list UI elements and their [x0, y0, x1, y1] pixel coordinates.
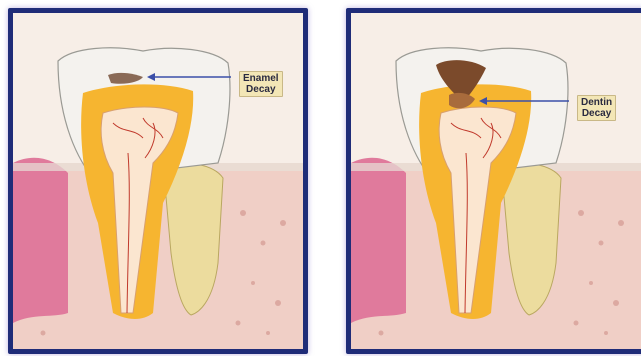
dentin-decay-panel: Dentin Decay	[346, 8, 641, 354]
enamel-decay-label: Enamel Decay	[239, 71, 283, 97]
label-line1: Enamel	[243, 73, 279, 84]
label-line1: Dentin	[581, 97, 612, 108]
gum-left	[13, 158, 68, 323]
gum-left	[351, 158, 406, 323]
enamel-decay-panel: Enamel Decay	[8, 8, 308, 354]
label-line2: Decay	[243, 84, 279, 95]
tooth-illustration	[13, 13, 303, 349]
label-line2: Decay	[581, 108, 612, 119]
dentin-decay-label: Dentin Decay	[577, 95, 616, 121]
tooth-illustration	[351, 13, 641, 349]
